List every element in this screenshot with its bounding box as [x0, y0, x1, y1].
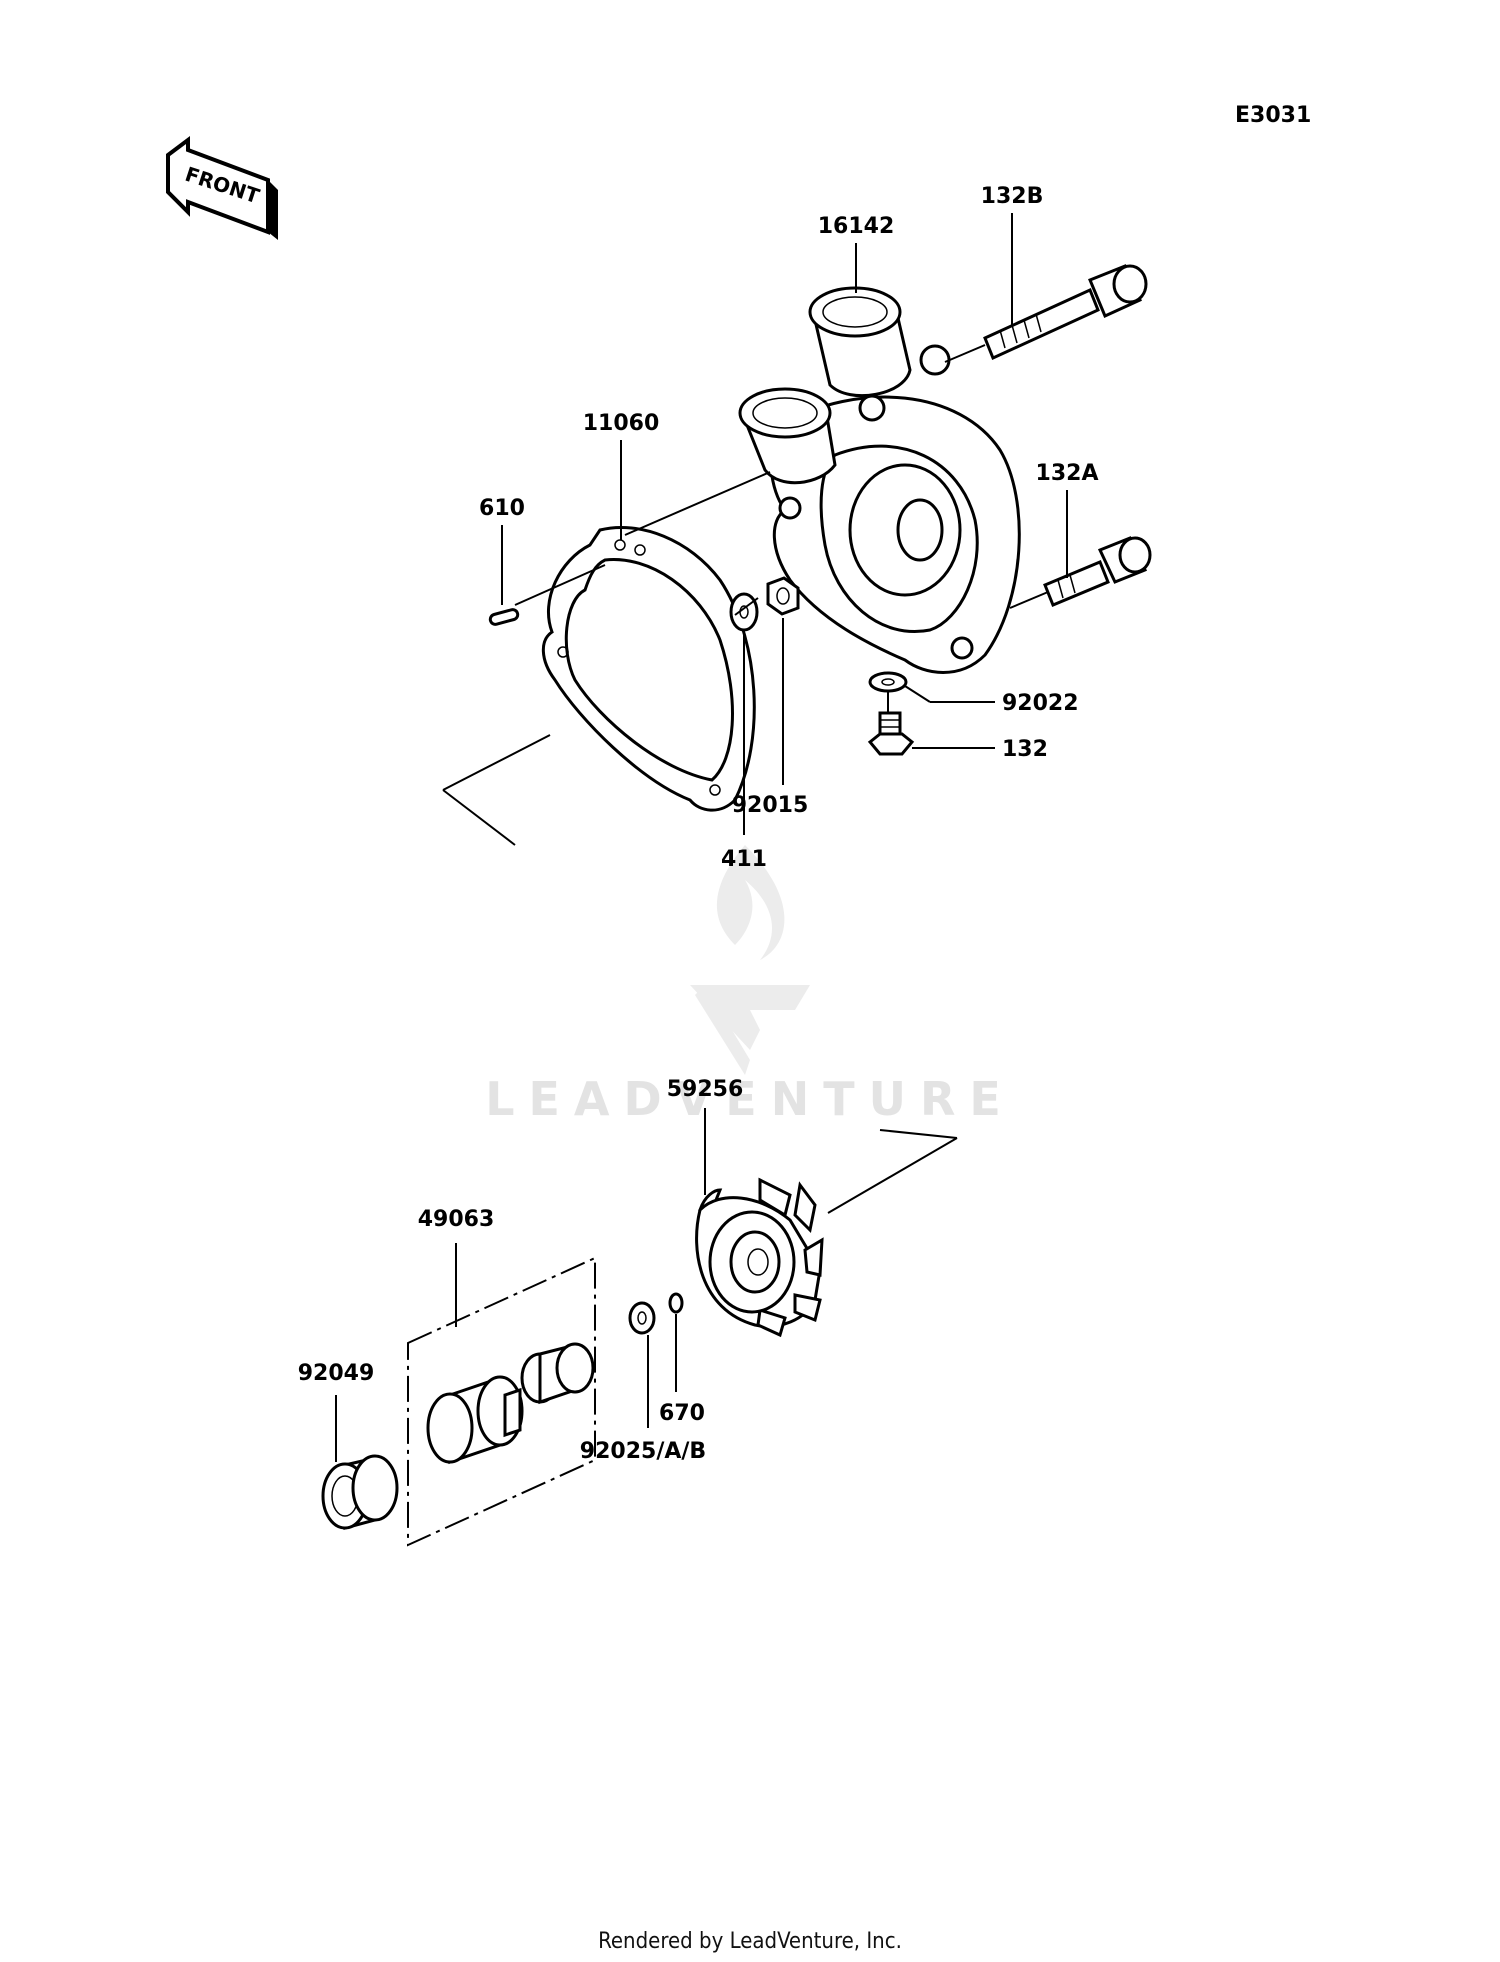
- o-ring-670: [668, 1292, 684, 1314]
- part-label-132: 132: [1002, 737, 1048, 762]
- part-label-92025: 92025/A/B: [580, 1439, 706, 1464]
- assembly-lines-lower: [827, 1129, 958, 1214]
- part-label-49063: 49063: [418, 1207, 495, 1232]
- impeller-59256: [695, 1177, 824, 1338]
- part-label-610: 610: [479, 496, 525, 521]
- assembly-lines-upper: [442, 344, 1049, 846]
- diagram-code: E3031: [1235, 103, 1311, 128]
- dowel-pin-610: [488, 608, 520, 626]
- mechanical-seal-49063: [426, 1342, 595, 1465]
- watermark: LEADVENTURE: [485, 845, 1015, 1126]
- oil-seal-92049: [321, 1454, 399, 1530]
- part-label-59256: 59256: [667, 1077, 744, 1102]
- footer-credit: Rendered by LeadVenture, Inc.: [598, 1929, 902, 1954]
- bolt-132A: [1043, 536, 1152, 607]
- watermark-logo-icon: [690, 845, 810, 1075]
- part-label-411: 411: [721, 847, 767, 872]
- callouts: 16142 132B 11060 610 132A 92022 132 9201…: [298, 184, 1099, 1464]
- front-arrow-icon: FRONT: [166, 136, 278, 240]
- part-label-92049: 92049: [298, 1361, 375, 1386]
- part-label-132A: 132A: [1036, 461, 1099, 486]
- pump-cover-16142: [738, 286, 1021, 674]
- washer-92025: [628, 1301, 656, 1335]
- part-label-670: 670: [659, 1401, 705, 1426]
- seal-group-box-49063: [407, 1256, 596, 1547]
- part-label-11060: 11060: [583, 411, 660, 436]
- bolt-132B: [983, 264, 1148, 361]
- part-label-16142: 16142: [818, 214, 895, 239]
- bolt-132: [867, 711, 915, 756]
- part-label-92022: 92022: [1002, 691, 1079, 716]
- watermark-text: LEADVENTURE: [485, 1072, 1015, 1126]
- washer-411: [729, 592, 759, 632]
- washer-92022: [868, 671, 908, 693]
- nut-92015: [766, 576, 800, 616]
- part-label-132B: 132B: [981, 184, 1044, 209]
- gasket-11060: [541, 525, 756, 812]
